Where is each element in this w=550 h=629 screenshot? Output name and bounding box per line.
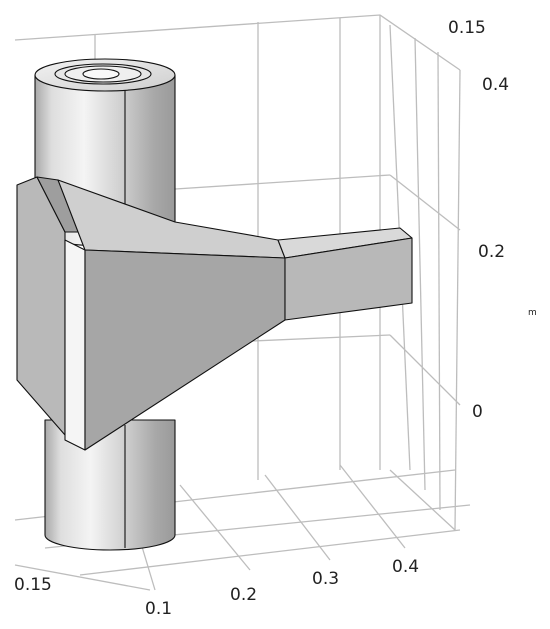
tick-label-x-0.4: 0.4 xyxy=(392,557,419,577)
tick-label-z-0.2: 0.2 xyxy=(478,242,505,262)
tick-label-x-0.3: 0.3 xyxy=(312,569,339,589)
horn-section[interactable] xyxy=(57,179,286,451)
lower-cylinder[interactable] xyxy=(44,419,176,551)
tick-label-x-0.1: 0.1 xyxy=(145,599,172,619)
tick-label-z-0: 0 xyxy=(472,402,483,422)
axis-tick-labels: 0.15 0.4 0.2 m 0 0.15 0.1 0.2 0.3 0.4 xyxy=(14,18,537,619)
waveguide-arm[interactable] xyxy=(277,227,413,321)
tick-label-z-0.4: 0.4 xyxy=(482,75,509,95)
tick-label-x-0.2: 0.2 xyxy=(230,585,257,605)
tick-label-x-0.15: 0.15 xyxy=(14,575,52,595)
tick-label-y-top: 0.15 xyxy=(448,18,486,38)
z-axis-unit-label: m xyxy=(528,308,537,318)
